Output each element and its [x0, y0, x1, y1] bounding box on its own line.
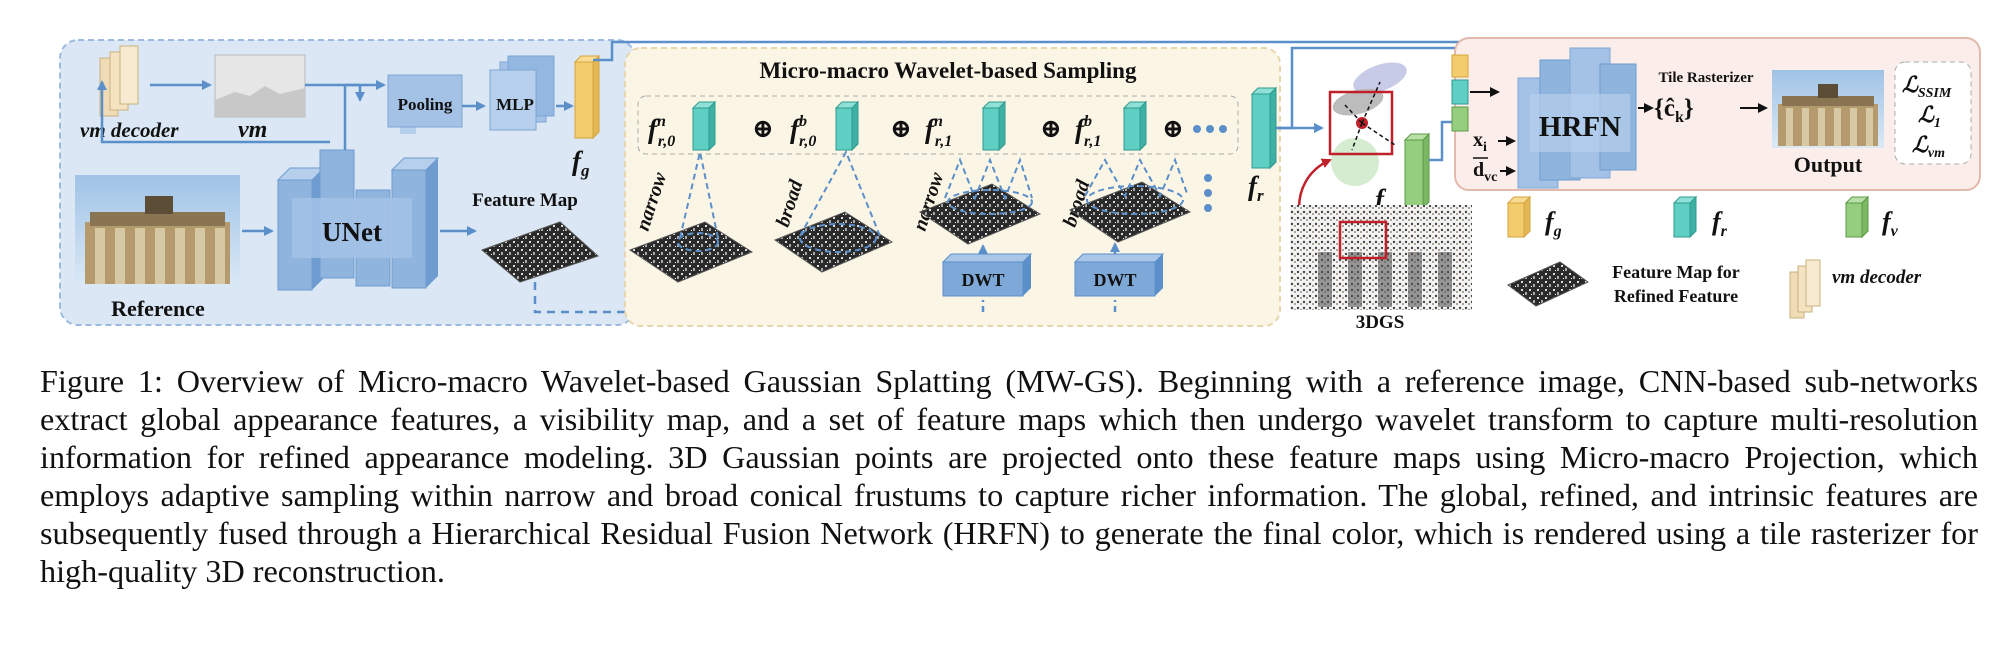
fv-feature-bar — [1403, 132, 1431, 210]
3dgs-point-cloud-image — [1290, 205, 1472, 310]
legend-vm-decoder-swatch — [1789, 259, 1821, 319]
legend-feature-map-line2: Refined Feature — [1614, 286, 1738, 306]
teal-feature-cube-2 — [981, 100, 1007, 152]
caption-text: Figure 1: Overview of Micro-macro Wavele… — [40, 363, 1978, 589]
loss-l1: ℒ1 — [1918, 102, 1941, 131]
3dgs-label: 3DGS — [1356, 312, 1405, 333]
gaussian-projection-diagram — [1328, 62, 1407, 186]
oplus-0: ⊕ — [752, 114, 774, 143]
ellipsis-dots — [1193, 125, 1227, 133]
loss-box — [1894, 61, 1972, 165]
legend-fv-swatch — [1844, 195, 1870, 239]
oplus-1: ⊕ — [890, 114, 912, 143]
unet-label: UNet — [322, 217, 382, 247]
frustum-cones — [677, 149, 1189, 253]
vm-decoder-label: vm decoder — [80, 118, 179, 142]
dwt-label-1: DWT — [1093, 270, 1136, 290]
legend-fr-label: fr — [1712, 207, 1728, 240]
legend-fg-label: fg — [1545, 207, 1562, 240]
legend-vm-decoder-label: vm decoder — [1832, 267, 1922, 288]
teal-feature-cube-1 — [834, 100, 860, 152]
unet-block — [276, 149, 440, 291]
fg-feature-bar — [574, 61, 594, 139]
hrfn-label: HRFN — [1539, 111, 1621, 143]
feature-map-image — [481, 221, 599, 283]
teal-feature-cube-0 — [691, 100, 717, 152]
loss-ssim: ℒSSIM — [1902, 72, 1952, 101]
wavelet-map-0 — [628, 221, 754, 283]
legend-feature-map-line1: Feature Map for — [1612, 262, 1740, 282]
fr-feature-bar — [1250, 86, 1278, 170]
output-image — [1772, 70, 1884, 148]
dwt-block-0 — [941, 253, 1033, 297]
concat-feature-stack — [1451, 54, 1469, 132]
vm-decoder-block — [99, 45, 139, 117]
tile-rasterizer-label: Tile Rasterizer — [1658, 70, 1753, 86]
reference-image — [75, 175, 240, 287]
feature-map-label: Feature Map — [472, 190, 578, 211]
legend-fg-swatch — [1506, 195, 1532, 239]
oplus-2: ⊕ — [1040, 114, 1062, 143]
legend-fv-label: fv — [1882, 207, 1899, 240]
method-overview-figure: vm decoder vm Pooling MLP fg Ref — [59, 37, 1981, 333]
reference-label: Reference — [111, 296, 205, 321]
sampling-title: Micro-macro Wavelet-based Sampling — [760, 58, 1137, 83]
figure-caption: Figure 1: Overview of Micro-macro Wavele… — [40, 362, 1978, 590]
loss-vm: ℒvm — [1912, 132, 1945, 161]
pooling-block — [387, 74, 463, 134]
xi-label: xi — [1473, 129, 1487, 155]
color-set-label: {ĉk} — [1654, 95, 1694, 126]
legend-fr-swatch — [1672, 195, 1698, 239]
hrfn-block — [1517, 47, 1637, 189]
pooling-label: Pooling — [398, 95, 453, 114]
dwt-label-0: DWT — [961, 270, 1004, 290]
dvc-label: dvc — [1473, 159, 1497, 185]
mlp-block — [489, 55, 555, 131]
oplus-3: ⊕ — [1162, 114, 1184, 143]
vertical-dots — [1204, 174, 1212, 212]
dwt-block-1 — [1073, 253, 1165, 297]
output-label: Output — [1794, 152, 1863, 177]
teal-feature-cube-3 — [1122, 100, 1148, 152]
vm-label: vm — [238, 117, 267, 143]
legend-feature-map-swatch — [1507, 261, 1589, 307]
feature-sum-row — [637, 95, 1239, 155]
mlp-label: MLP — [496, 95, 534, 114]
